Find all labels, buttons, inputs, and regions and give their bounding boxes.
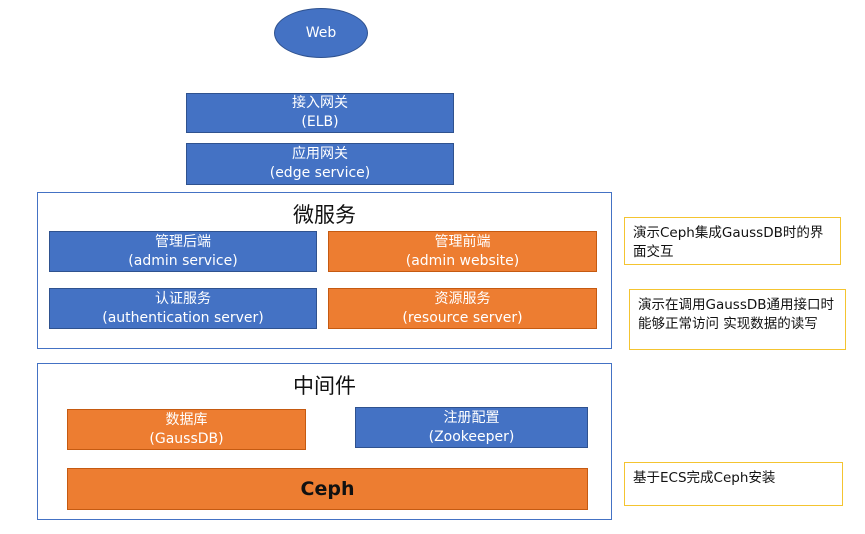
access-gateway-title: 接入网关 [292,95,348,111]
web-label: Web [305,25,337,41]
app-gateway-subtitle: (edge service) [269,165,371,181]
web-node: Web [274,8,368,58]
database-subtitle: (GaussDB) [149,430,224,447]
auth-service-box: 认证服务 (authentication server) [49,288,317,329]
admin-frontend-box: 管理前端 (admin website) [328,231,597,272]
resource-service-subtitle: (resource server) [402,309,523,326]
ceph-box: Ceph [67,468,588,510]
access-gateway-subtitle: (ELB) [301,114,339,130]
admin-backend-title: 管理后端 [155,233,211,250]
admin-backend-subtitle: (admin service) [128,252,238,269]
note-ecs-ceph-install: 基于ECS完成Ceph安装 [624,462,843,506]
note2-text: 演示在调用GaussDB通用接口时能够正常访问 实现数据的读写 [638,297,835,332]
admin-backend-box: 管理后端 (admin service) [49,231,317,272]
ceph-label: Ceph [300,477,355,500]
note-ceph-gaussdb-ui: 演示Ceph集成GaussDB时的界面交互 [624,217,841,265]
note-gaussdb-read-write: 演示在调用GaussDB通用接口时能够正常访问 实现数据的读写 [629,289,846,350]
access-gateway-box: 接入网关 (ELB) [186,93,454,133]
auth-service-subtitle: (authentication server) [102,309,264,326]
registry-subtitle: (Zookeeper) [428,428,515,445]
app-gateway-box: 应用网关 (edge service) [186,143,454,185]
microservices-title: 微服务 [293,203,356,227]
middleware-title: 中间件 [293,374,356,398]
resource-service-box: 资源服务 (resource server) [328,288,597,329]
note1-text: 演示Ceph集成GaussDB时的界面交互 [633,225,824,260]
app-gateway-title: 应用网关 [292,146,348,162]
admin-frontend-subtitle: (admin website) [405,252,520,269]
auth-service-title: 认证服务 [155,290,211,307]
resource-service-title: 资源服务 [434,290,491,307]
database-title: 数据库 [165,411,208,428]
registry-title: 注册配置 [443,409,500,426]
admin-frontend-title: 管理前端 [434,233,491,250]
database-box: 数据库 (GaussDB) [67,409,306,450]
note3-text: 基于ECS完成Ceph安装 [633,470,776,486]
registry-box: 注册配置 (Zookeeper) [355,407,588,448]
